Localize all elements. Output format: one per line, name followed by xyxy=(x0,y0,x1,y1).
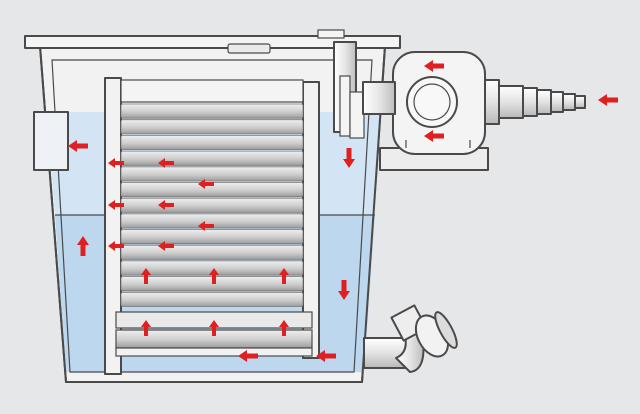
housing-lid xyxy=(24,29,401,54)
lamella-plate xyxy=(120,103,304,119)
lamella-plate xyxy=(120,291,304,307)
drain-valve[interactable] xyxy=(390,304,460,362)
lamella-plate xyxy=(120,244,304,260)
inlet-pump xyxy=(362,51,489,171)
lamella-plate xyxy=(120,197,304,213)
vertical-pipe xyxy=(333,41,365,139)
lamella-plate xyxy=(120,134,304,150)
lamella-plate xyxy=(120,150,304,166)
inlet-nozzle xyxy=(484,79,586,125)
lamella-plate xyxy=(120,229,304,245)
lamella-plate xyxy=(120,166,304,182)
outlet-pipe xyxy=(363,331,425,373)
flow-arrow-inlet xyxy=(598,94,618,106)
lamella-filter-stack xyxy=(115,79,313,357)
lamella-plate xyxy=(120,119,304,135)
side-outlet-box xyxy=(33,111,69,171)
